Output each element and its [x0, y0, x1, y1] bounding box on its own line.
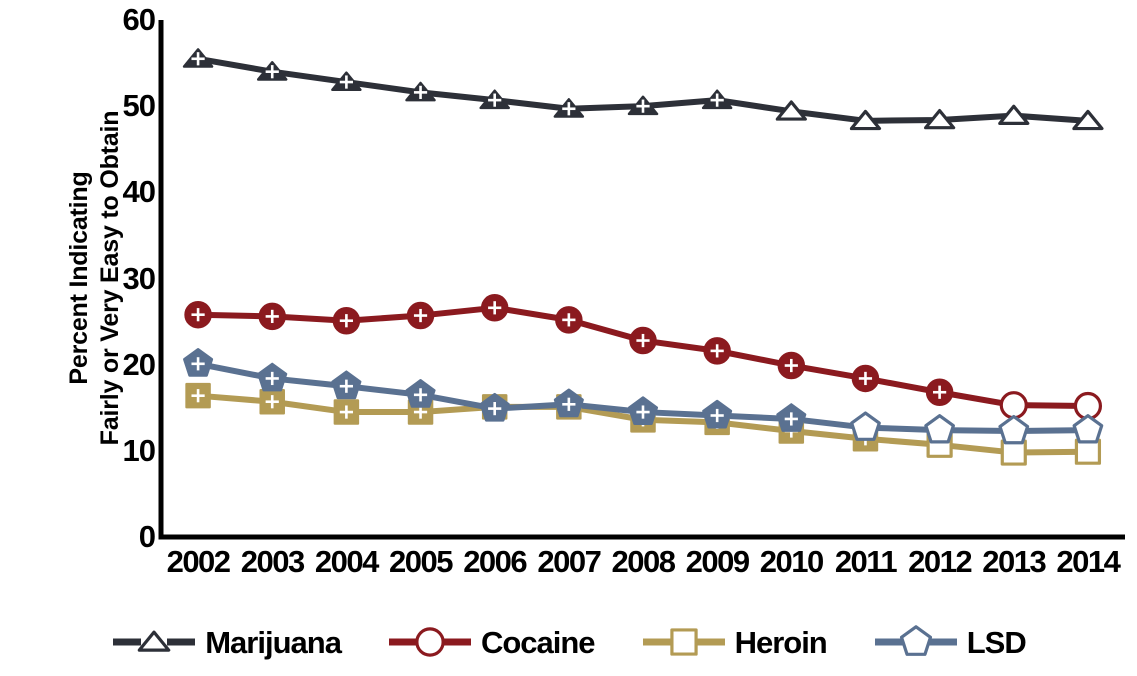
x-axis-tick-2004: 2004 [314, 544, 379, 579]
legend-marker-square-icon [642, 628, 725, 656]
data-point-marijuana-2013 [998, 104, 1030, 125]
chart-legend: Marijuana Cocaine Heroin LSD [0, 618, 1137, 666]
data-point-lsd-2012 [924, 414, 956, 444]
x-axis-tick-2014: 2014 [1056, 544, 1120, 579]
data-point-heroin-2004 [333, 399, 360, 425]
series-markers-cocaine [184, 294, 1103, 421]
legend-item-marijuana[interactable]: Marijuana [111, 620, 342, 664]
series-line-cocaine [195, 304, 1091, 410]
legend-label-marijuana: Marijuana [205, 624, 342, 660]
x-axis-tick-2012: 2012 [908, 544, 972, 579]
data-point-lsd-2009 [702, 399, 733, 429]
data-point-marijuana-2007 [553, 98, 585, 118]
data-point-cocaine-2008 [629, 326, 657, 355]
data-point-marijuana-2004 [331, 71, 362, 92]
legend-item-lsd[interactable]: LSD [873, 620, 1027, 664]
data-point-lsd-2014 [1072, 414, 1104, 444]
data-point-cocaine-2006 [480, 294, 509, 322]
legend-label-lsd: LSD [966, 624, 1027, 660]
y-axis-tick-10: 10 [122, 432, 156, 468]
series-cocaine [195, 304, 1091, 410]
data-point-lsd-2005 [405, 379, 436, 408]
series-markers-lsd [183, 348, 1104, 445]
x-axis-tick-2010: 2010 [759, 544, 824, 579]
data-point-marijuana-2008 [627, 95, 659, 116]
data-point-heroin-2014 [1074, 438, 1102, 465]
y-axis-tick-20: 20 [122, 346, 156, 382]
data-point-lsd-2004 [331, 370, 362, 400]
data-point-lsd-2010 [776, 403, 807, 432]
data-point-cocaine-2003 [258, 302, 286, 331]
data-point-marijuana-2011 [849, 109, 882, 131]
data-point-lsd-2008 [627, 396, 659, 426]
legend-marker-pentagon-icon [874, 625, 957, 656]
x-axis-tick-2005: 2005 [389, 544, 453, 579]
data-point-marijuana-2009 [701, 89, 733, 110]
data-point-marijuana-2010 [775, 100, 807, 121]
x-axis-tick-2013: 2013 [982, 544, 1046, 579]
data-point-cocaine-2002 [184, 300, 212, 329]
y-axis-tick-0: 0 [138, 519, 156, 554]
data-point-cocaine-2005 [406, 301, 435, 330]
y-axis-tick-50: 50 [122, 88, 156, 124]
data-point-lsd-2013 [998, 414, 1030, 445]
data-point-lsd-2007 [553, 388, 584, 418]
y-axis-tick-40: 40 [122, 174, 156, 210]
x-axis-tick-2002: 2002 [166, 544, 231, 579]
data-point-marijuana-2002 [182, 48, 214, 68]
data-point-lsd-2003 [257, 362, 288, 392]
data-point-marijuana-2005 [405, 81, 436, 102]
legend-marker-triangle-icon [113, 630, 196, 652]
data-point-marijuana-2014 [1072, 109, 1104, 131]
data-point-cocaine-2012 [925, 378, 954, 406]
x-axis-tick-2003: 2003 [240, 544, 305, 579]
data-point-cocaine-2010 [777, 351, 806, 380]
data-point-marijuana-2003 [256, 61, 288, 81]
y-axis-tick-60: 60 [122, 2, 156, 37]
data-point-lsd-2002 [183, 348, 214, 377]
data-point-cocaine-2007 [555, 306, 583, 334]
data-point-heroin-2013 [1000, 439, 1027, 466]
series-markers-marijuana [182, 48, 1104, 131]
data-point-cocaine-2009 [703, 337, 731, 365]
legend-item-heroin[interactable]: Heroin [641, 620, 828, 664]
legend-label-heroin: Heroin [734, 624, 828, 660]
legend-marker-circle-icon [388, 627, 471, 657]
legend-label-cocaine: Cocaine [480, 624, 596, 660]
data-point-heroin-2002 [185, 382, 211, 409]
data-point-cocaine-2011 [851, 364, 880, 393]
data-point-marijuana-2006 [479, 89, 510, 110]
data-point-cocaine-2004 [332, 306, 361, 335]
data-point-lsd-2011 [850, 411, 881, 441]
y-axis-tick-30: 30 [122, 260, 156, 296]
x-axis-tick-2009: 2009 [685, 544, 750, 579]
x-axis-tick-2011: 2011 [834, 544, 898, 579]
x-axis-tick-2008: 2008 [611, 544, 676, 579]
data-point-heroin-2003 [259, 388, 285, 415]
data-point-cocaine-2013 [999, 391, 1028, 420]
data-point-lsd-2006 [479, 392, 510, 422]
data-point-marijuana-2012 [924, 108, 956, 130]
legend-item-cocaine[interactable]: Cocaine [387, 620, 596, 664]
x-axis-tick-2007: 2007 [537, 544, 601, 579]
x-axis-tick-2006: 2006 [463, 544, 527, 579]
